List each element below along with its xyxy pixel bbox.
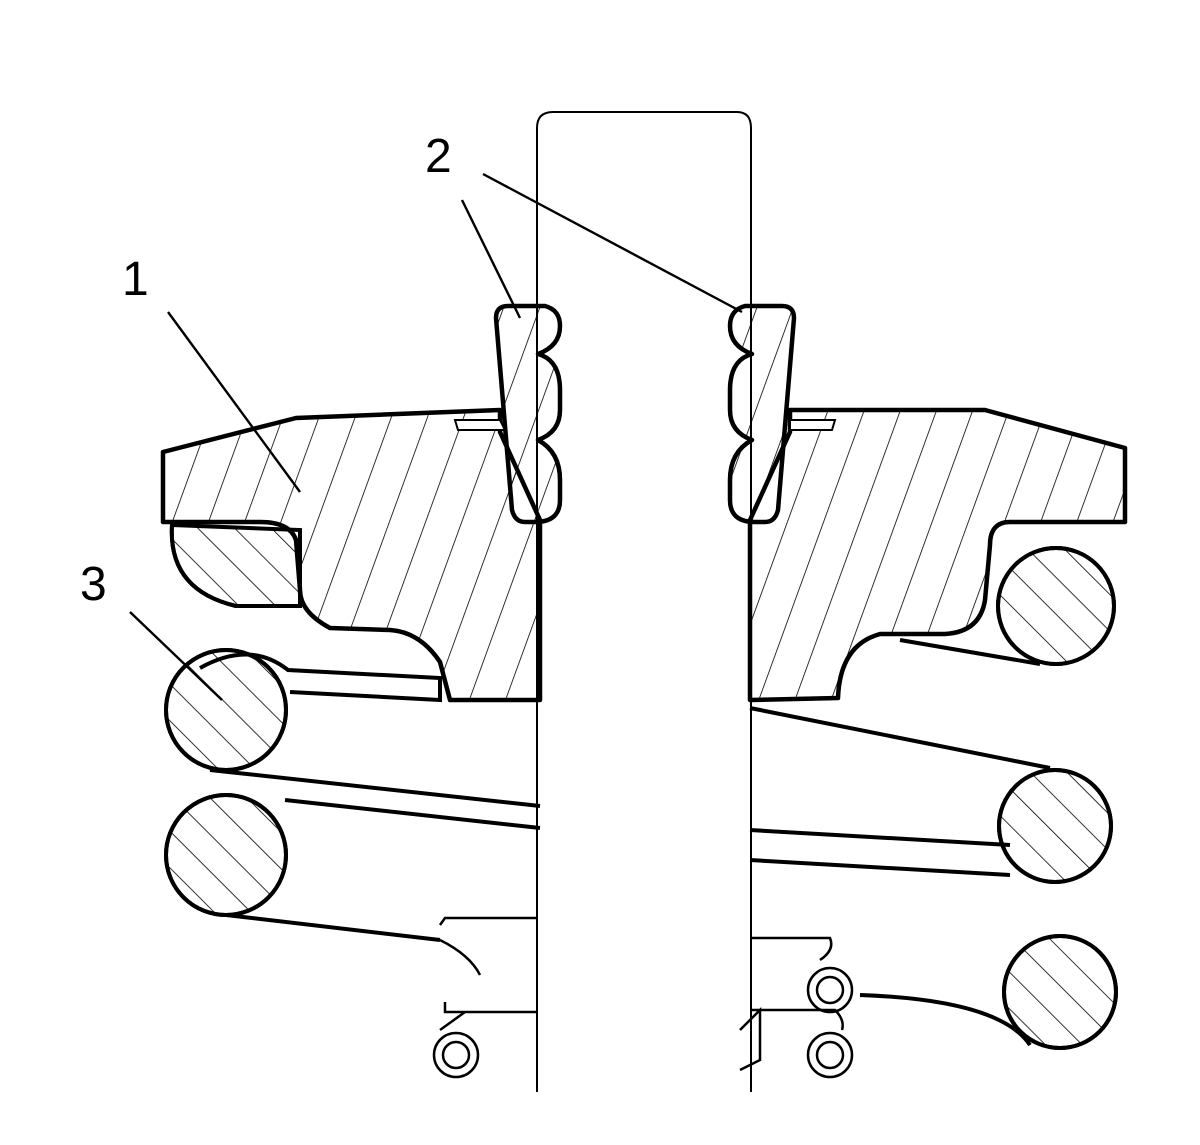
spring-coils (164, 522, 1118, 1050)
leader-line-1 (167, 311, 301, 493)
piston-rod (536, 111, 752, 1092)
spring-coil-left-upper (164, 648, 442, 772)
callout-1: 1 (122, 253, 149, 306)
ring-right-lower (806, 1031, 854, 1079)
keeper-left (493, 303, 563, 525)
spring-seat (160, 407, 1128, 703)
callout-2: 2 (425, 130, 452, 183)
leader-line-2a (460, 199, 522, 319)
spring-coil-right-lower (859, 934, 1118, 1050)
spring-coil-right-upper (899, 546, 1116, 666)
retaining-keepers (493, 303, 797, 525)
spring-coil-left-top (169, 522, 302, 608)
damper-lower-details (432, 916, 854, 1079)
leader-lines (129, 172, 743, 701)
leader-line-2b (482, 172, 743, 314)
ring-right-upper (806, 966, 854, 1014)
spring-coil-left-lower (164, 793, 441, 942)
callout-3: 3 (80, 558, 107, 611)
leader-line-3 (129, 611, 223, 701)
spring-coil-right-middle (997, 768, 1113, 884)
ring-left (432, 1031, 480, 1079)
